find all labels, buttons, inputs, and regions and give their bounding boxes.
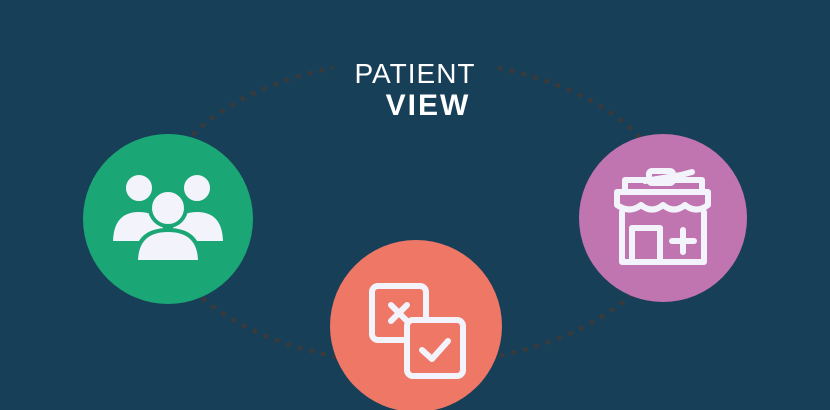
patient-view-node [331, 4, 499, 172]
checkbox-decision-icon [369, 283, 466, 379]
people-group-icon [108, 171, 228, 264]
logo-line-view: VIEW [385, 89, 471, 122]
pharmacy-node [579, 134, 747, 302]
right-frame-bar [791, 0, 830, 410]
left-frame-bar [0, 0, 42, 410]
decision-node [330, 240, 502, 410]
pharmacy-store-icon [614, 168, 711, 265]
patient-view-logo: PATIENT VIEW [330, 60, 500, 121]
patients-node [83, 134, 253, 304]
logo-line-patient: PATIENT [354, 58, 476, 89]
